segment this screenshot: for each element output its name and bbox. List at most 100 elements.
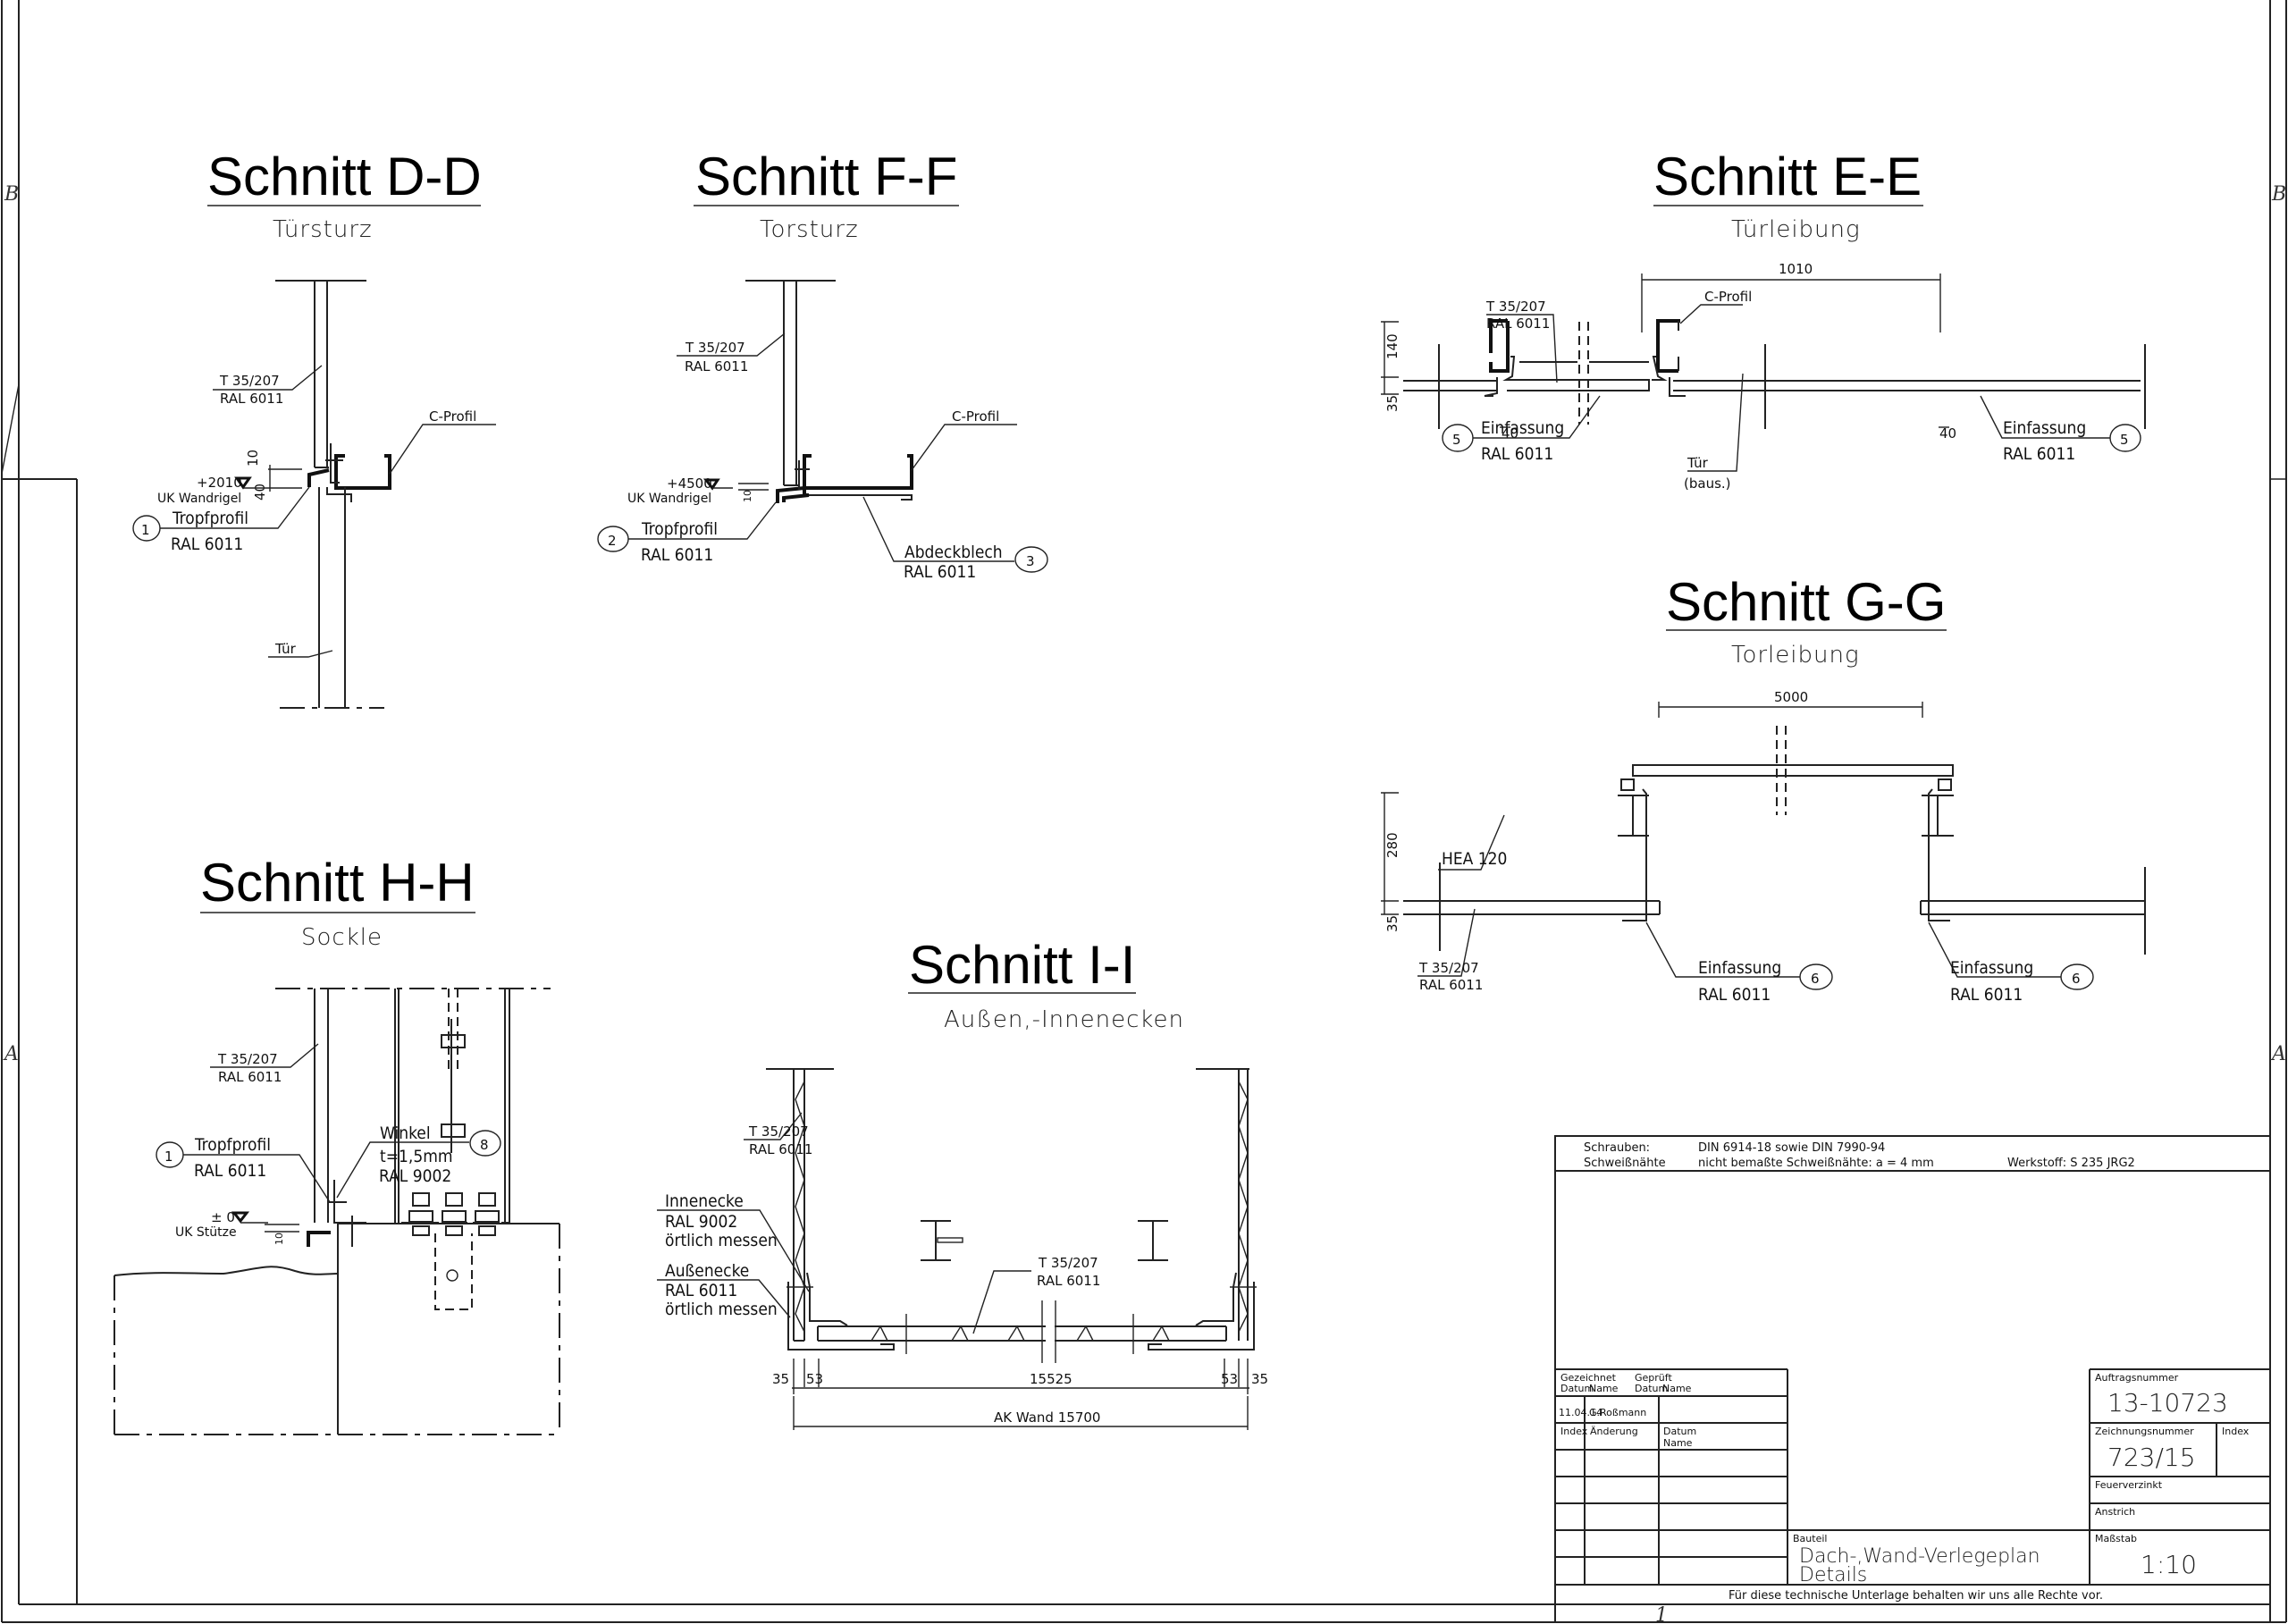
section-title: Schnitt E-E xyxy=(1653,147,1922,206)
dim-span: 5000 xyxy=(1774,689,1808,705)
label-profile-color: RAL 6011 xyxy=(1486,316,1550,332)
label-profile: T 35/207 xyxy=(685,340,745,356)
part-line1: Dach-,Wand-Verlegeplan xyxy=(1799,1545,2040,1568)
item-number-left: 5 xyxy=(1452,432,1461,448)
label-tropfprofil-color: RAL 6011 xyxy=(641,545,713,565)
section-i-i: Schnitt I-I Außen,-Innenecken xyxy=(657,935,1268,1430)
label-tropfprofil-color: RAL 6011 xyxy=(194,1161,266,1181)
section-g-g: Schnitt G-G Torleibung 5000 xyxy=(1381,572,2146,1005)
change-date-header: Datum xyxy=(1663,1426,1696,1437)
change-name-header: Name xyxy=(1663,1437,1693,1449)
scale-label: Maßstab xyxy=(2095,1533,2137,1544)
label-einfassung-right: Einfassung xyxy=(2003,418,2086,438)
label-door: Tür xyxy=(1687,455,1709,471)
level-note: UK Wandrigel xyxy=(627,492,711,506)
angle-number: 8 xyxy=(480,1137,489,1153)
label-profile-color: RAL 6011 xyxy=(685,358,748,374)
order-label: Auftragsnummer xyxy=(2095,1372,2179,1384)
scale-value: 1:10 xyxy=(2141,1550,2197,1579)
section-subtitle: Türleibung xyxy=(1731,216,1861,243)
checked-date-header: Datum xyxy=(1635,1383,1668,1394)
dim-total: AK Wand 15700 xyxy=(994,1409,1100,1426)
dim-53-left: 53 xyxy=(806,1371,823,1387)
label-c-profil: C-Profil xyxy=(429,408,476,425)
drawing-number: 723/15 xyxy=(2107,1443,2196,1472)
section-title: Schnitt F-F xyxy=(695,147,957,206)
drawn-date: 11.04.14 xyxy=(1559,1407,1602,1418)
zone-marker-right-a: A xyxy=(2270,1043,2286,1065)
label-hea: HEA 120 xyxy=(1442,849,1507,869)
drawing-label: Zeichnungsnummer xyxy=(2095,1426,2194,1437)
label-einfassung-right: Einfassung xyxy=(1950,958,2033,978)
label-winkel-color: RAL 9002 xyxy=(379,1166,451,1186)
item-number-left: 6 xyxy=(1811,971,1820,987)
zone-marker-left-a: A xyxy=(3,1043,19,1065)
dim-span: 1010 xyxy=(1779,261,1813,277)
index-header: Index xyxy=(1560,1426,1588,1437)
section-d-d: Schnitt D-D Türsturz T 35/207 RAL 6011 C… xyxy=(132,147,496,709)
checked-name-header: Name xyxy=(1662,1383,1692,1394)
section-title: Schnitt H-H xyxy=(200,853,475,913)
label-profile-color: RAL 6011 xyxy=(1419,977,1483,993)
label-aussenecke: Außenecke xyxy=(665,1261,749,1281)
section-title: Schnitt D-D xyxy=(207,147,482,206)
level-mark: ± 0 xyxy=(211,1209,235,1225)
screws-label: Schrauben: xyxy=(1584,1141,1650,1155)
section-title: Schnitt G-G xyxy=(1666,572,1946,632)
label-profile2: T 35/207 xyxy=(1038,1255,1098,1271)
label-einfassung-left: Einfassung xyxy=(1481,418,1564,438)
level-note: UK Stütze xyxy=(175,1225,237,1240)
order-number: 13-10723 xyxy=(2107,1388,2228,1418)
drawn-date-header: Datum xyxy=(1560,1383,1594,1394)
label-einfassung-left: Einfassung xyxy=(1698,958,1781,978)
label-c-profil: C-Profil xyxy=(1704,289,1752,305)
dim-10: 10 xyxy=(245,450,261,467)
dim-10: 10 xyxy=(273,1233,285,1245)
label-profile-color: RAL 6011 xyxy=(220,391,283,407)
label-tropfprofil-color: RAL 6011 xyxy=(171,534,243,554)
change-header: Änderung xyxy=(1590,1426,1638,1437)
label-profile: T 35/207 xyxy=(748,1123,809,1140)
paint-label: Anstrich xyxy=(2095,1506,2135,1518)
drawn-header: Gezeichnet xyxy=(1560,1372,1617,1384)
label-winkel-thickness: t=1,5mm xyxy=(380,1147,453,1166)
label-innenecke: Innenecke xyxy=(665,1191,744,1211)
label-profile: T 35/207 xyxy=(1418,960,1479,976)
item-number-right: 5 xyxy=(2120,432,2129,448)
dim-40: 40 xyxy=(252,484,268,501)
label-aussenecke-color: RAL 6011 xyxy=(665,1281,737,1300)
item-number: 1 xyxy=(141,522,150,538)
index-label: Index xyxy=(2222,1426,2250,1437)
label-abdeckblech-color: RAL 6011 xyxy=(904,562,976,582)
welds-value: nicht bemaßte Schweißnähte: a = 4 mm xyxy=(1698,1157,1934,1170)
dim-53-right: 53 xyxy=(1221,1371,1238,1387)
label-innenecke-color: RAL 9002 xyxy=(665,1212,737,1232)
dim-middle: 15525 xyxy=(1030,1371,1072,1387)
section-subtitle: Außen,-Innenecken xyxy=(944,1006,1184,1033)
dim-140: 140 xyxy=(1384,333,1401,359)
label-innenecke-note: örtlich messen xyxy=(665,1231,778,1250)
dim-35-right: 35 xyxy=(1251,1371,1268,1387)
label-door-note: (baus.) xyxy=(1684,475,1731,492)
label-profile2-color: RAL 6011 xyxy=(1037,1273,1100,1289)
section-subtitle: Torleibung xyxy=(1731,642,1860,669)
label-profile: T 35/207 xyxy=(217,1051,278,1067)
label-einfassung-left-color: RAL 6011 xyxy=(1481,444,1553,464)
label-winkel: Winkel xyxy=(380,1123,431,1143)
rights-notice: Für diese technische Unterlage behalten … xyxy=(1729,1589,2103,1603)
title-block: Schrauben: DIN 6914-18 sowie DIN 7990-94… xyxy=(1554,1135,2271,1623)
drawn-name: G.Roßmann xyxy=(1589,1407,1646,1418)
section-subtitle: Sockle xyxy=(301,924,383,951)
galvanized-label: Feuerverzinkt xyxy=(2095,1479,2163,1491)
anchor-bolts xyxy=(408,1192,500,1236)
label-c-profil: C-Profil xyxy=(952,408,999,425)
part-line2: Details xyxy=(1799,1564,1867,1586)
label-profile-color: RAL 6011 xyxy=(749,1141,812,1157)
label-tropfprofil: Tropfprofil xyxy=(194,1135,271,1155)
material: Werkstoff: S 235 JRG2 xyxy=(2007,1157,2135,1170)
label-door: Tür xyxy=(274,641,297,657)
bottom-zone-marker: 1 xyxy=(1655,1604,1668,1624)
dim-35-left: 35 xyxy=(772,1371,789,1387)
